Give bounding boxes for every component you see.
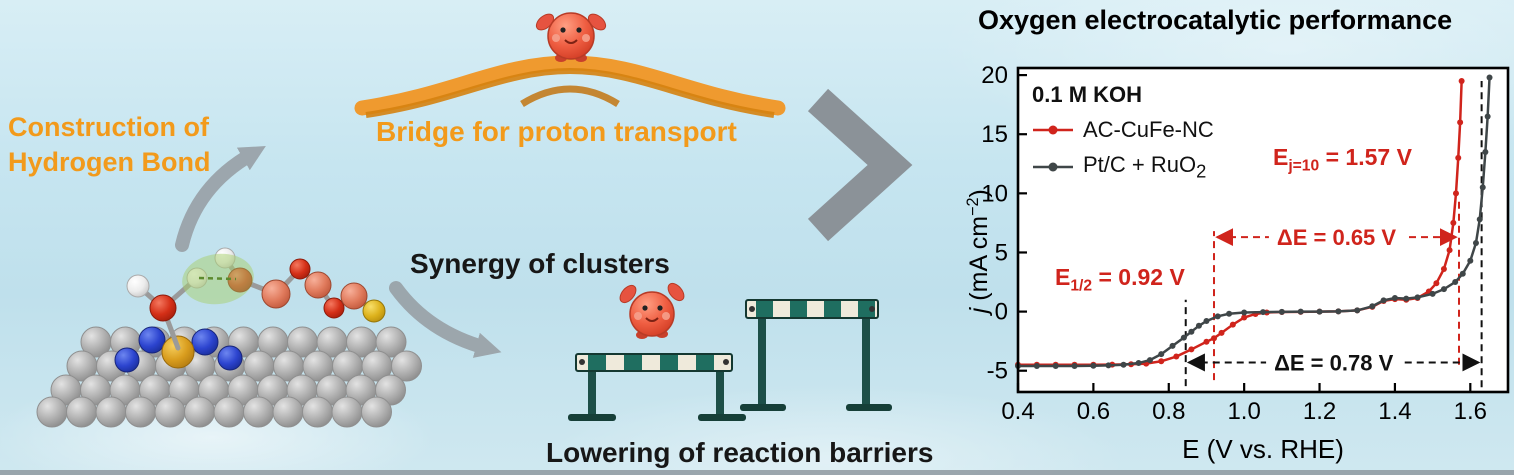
proton-character-on-bridge-icon [535, 12, 607, 62]
legend-label-ptc-ruo2: Pt/C + RuO2 [1083, 152, 1207, 182]
legend-item-ac-cufe-nc: AC-CuFe-NC [1032, 117, 1214, 143]
svg-text:-5: -5 [987, 358, 1008, 385]
legend-marker-red-icon [1033, 125, 1073, 135]
chart-legend: 0.1 M KOH AC-CuFe-NC Pt/C + RuO2 [1032, 82, 1214, 182]
svg-text:ΔE = 0.65 V: ΔE = 0.65 V [1277, 225, 1396, 250]
svg-text:0: 0 [995, 299, 1008, 326]
bottom-edge-strip [0, 470, 1514, 475]
hydrogen-bond-dashed-icon [198, 276, 237, 281]
svg-text:1.4: 1.4 [1378, 398, 1411, 425]
construction-caption-line1: Construction of [8, 112, 209, 142]
svg-text:15: 15 [981, 121, 1008, 148]
svg-text:1.2: 1.2 [1303, 398, 1336, 425]
y-axis-label: j (mA cm−2) [963, 189, 994, 314]
legend-item-ptc-ruo2: Pt/C + RuO2 [1032, 152, 1214, 182]
svg-text:0.4: 0.4 [1001, 398, 1034, 425]
legend-label-ac-cufe-nc: AC-CuFe-NC [1083, 117, 1214, 142]
svg-text:5: 5 [995, 239, 1008, 266]
svg-text:0.6: 0.6 [1077, 398, 1110, 425]
svg-text:20: 20 [981, 62, 1008, 89]
bridge-illustration [354, 55, 786, 118]
construction-caption-line2: Hydrogen Bond [8, 147, 211, 178]
legend-marker-gray-icon [1033, 162, 1073, 172]
barriers-caption: Lowering of reaction barriers [546, 437, 934, 468]
graphene-sheet-icon [36, 326, 422, 428]
electrolyte-label: 0.1 M KOH [1032, 82, 1143, 107]
metal-site-atom-icon [161, 335, 195, 369]
x-axis-label: E (V vs. RHE) [1182, 434, 1344, 464]
arrow-to-hurdles-icon [389, 281, 502, 358]
svg-text:1.0: 1.0 [1227, 398, 1260, 425]
nitrogen-atoms-icon [114, 326, 243, 373]
synergy-caption: Synergy of clusters [410, 248, 670, 279]
proton-character-jumping-icon [619, 282, 685, 339]
lsv-plot: ΔE = 0.65 V ΔE = 0.78 V 0.4 0.6 0.8 1.0 1.2 1.4… [981, 62, 1510, 425]
molecule-illustration [36, 247, 422, 428]
annotation-e-half: E1/2 = 0.92 V [1055, 264, 1185, 295]
hurdles-illustration [568, 299, 892, 421]
performance-chart: ΔE = 0.65 V ΔE = 0.78 V 0.4 0.6 0.8 1.0 1.2 1.4… [955, 40, 1514, 475]
annotation-ej10: Ej=10 = 1.57 V [1273, 144, 1412, 175]
chart-title: Oxygen electrocatalytic performance [978, 5, 1453, 35]
svg-text:ΔE = 0.78 V: ΔE = 0.78 V [1274, 350, 1393, 375]
bridge-caption: Bridge for proton transport [376, 116, 737, 147]
construction-caption: Construction of Hydrogen Bond [8, 110, 211, 180]
arrow-to-bridge-icon [175, 146, 266, 252]
svg-text:1.6: 1.6 [1454, 398, 1487, 425]
svg-text:10: 10 [981, 180, 1008, 207]
svg-text:0.8: 0.8 [1152, 398, 1185, 425]
arrow-to-chart-icon [807, 88, 913, 242]
